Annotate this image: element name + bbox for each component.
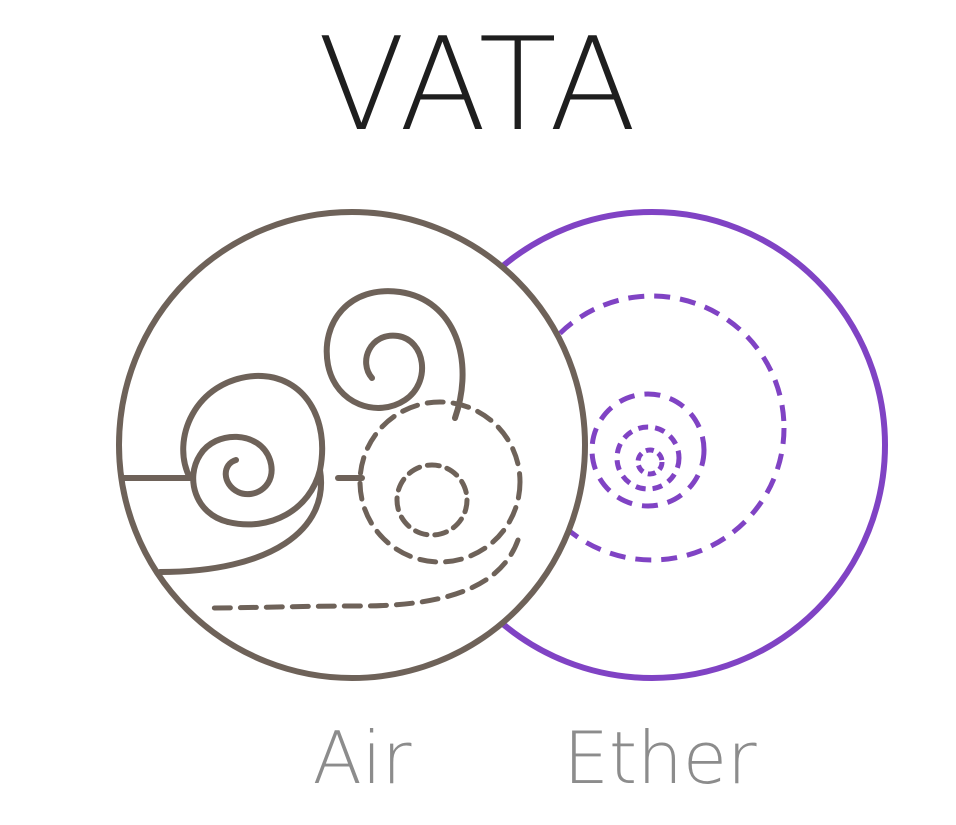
diagram-title: VATA <box>317 11 639 160</box>
ether-label: Ether <box>563 716 757 800</box>
concentric-circles-icon <box>517 293 787 563</box>
air-label: Air <box>312 716 412 800</box>
air-element <box>116 209 588 681</box>
dashed-swirl-icon <box>202 399 523 611</box>
wind-swirl-icon <box>121 288 466 575</box>
